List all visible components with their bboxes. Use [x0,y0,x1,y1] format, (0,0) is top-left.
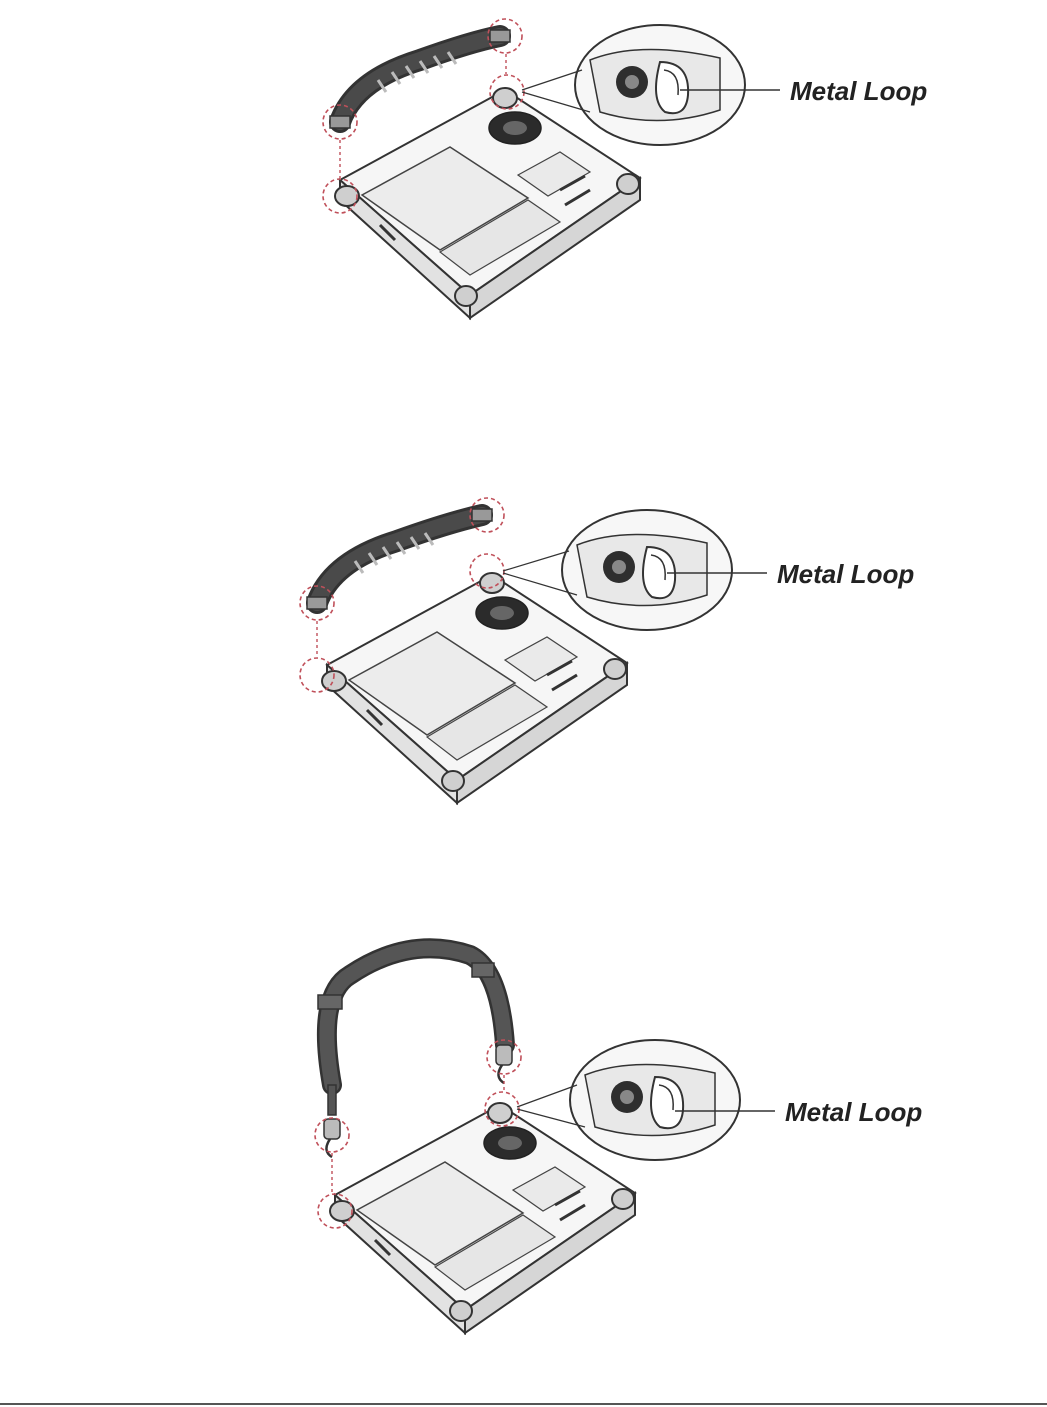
screw-left-icon [330,116,350,128]
metal-loop-label: Metal Loop [777,559,914,589]
figure-handle-alt: Metal Loop [0,485,1047,815]
page-bottom-rule [0,1403,1047,1405]
screw-left-icon [307,597,327,609]
tablet-handle-illustration: Metal Loop [0,0,1047,330]
screw-right-icon [472,509,492,521]
metal-loop-label: Metal Loop [785,1097,922,1127]
figure-shoulder-strap: Metal Loop [0,935,1047,1335]
snap-hook-left-icon [324,1119,340,1157]
loop-zoom-callout [562,510,732,630]
metal-loop-label: Metal Loop [790,76,927,106]
tablet-shoulder-strap-illustration: Metal Loop [0,935,1047,1335]
loop-zoom-callout [575,25,745,145]
screw-right-icon [490,30,510,42]
strap-buckle [472,963,494,977]
strap-buckle [318,995,342,1009]
loop-zoom-callout [570,1040,740,1160]
figure-handle: Metal Loop [0,0,1047,330]
tablet-handle-alt-illustration: Metal Loop [0,485,1047,815]
